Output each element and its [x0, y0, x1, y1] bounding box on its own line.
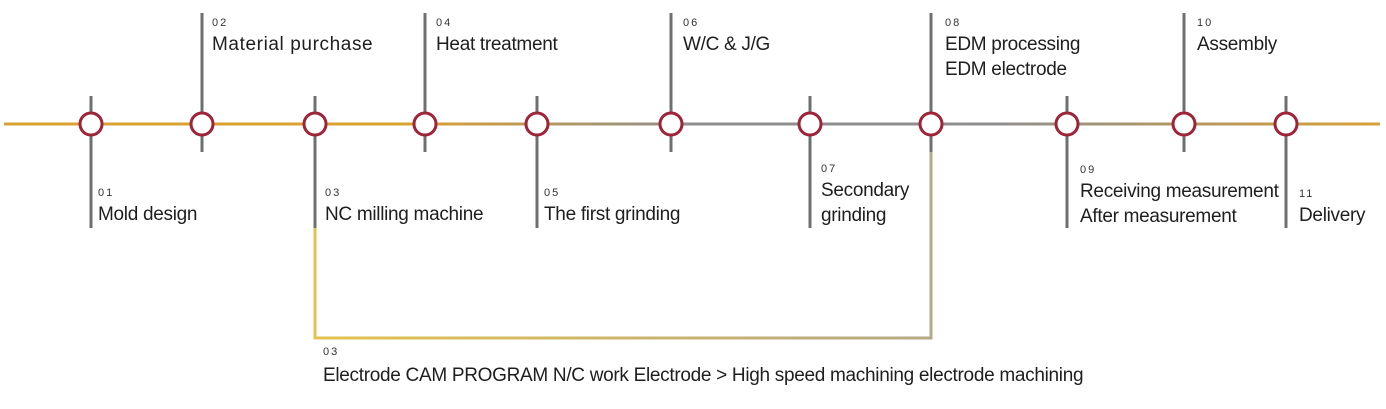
step-title: Heat treatment	[436, 32, 558, 57]
branch-number: 03	[323, 346, 340, 358]
step-title-line: The first grinding	[544, 204, 681, 225]
step-nodes	[78, 111, 1299, 137]
step-number: 04	[436, 17, 453, 29]
step-number: 09	[1080, 164, 1097, 176]
step-node-07	[797, 111, 823, 137]
step-node-11	[1273, 111, 1299, 137]
branch-label: 03 Electrode CAM PROGRAM N/C work Electr…	[323, 346, 1084, 388]
branch-text: Electrode CAM PROGRAM N/C work Electrode…	[323, 365, 1084, 386]
step-title: The first grinding	[544, 202, 680, 227]
step-number: 05	[544, 187, 561, 199]
step-title: Assembly	[1197, 32, 1277, 57]
step-title-line: EDM electrode	[945, 59, 1067, 80]
step-title-line: Delivery	[1299, 205, 1366, 226]
step-node-05	[524, 111, 550, 137]
step-title-line: NC milling machine	[325, 204, 484, 225]
step-title-line: grinding	[821, 205, 887, 226]
step-title-line: EDM processing	[945, 34, 1081, 55]
step-title-line: W/C & J/G	[683, 34, 771, 55]
step-number: 11	[1299, 188, 1315, 200]
step-title: Material purchase	[212, 32, 373, 57]
step-number: 01	[98, 187, 115, 199]
step-title-line: Secondary	[821, 180, 910, 201]
electrode-branch	[313, 124, 933, 340]
step-title-line: Heat treatment	[436, 34, 558, 55]
step-number: 08	[945, 17, 962, 29]
step-title-line: Receiving measurement	[1080, 181, 1279, 202]
step-number: 02	[212, 17, 229, 29]
step-title-line: Material purchase	[212, 34, 374, 55]
step-title: Mold design	[98, 202, 197, 227]
step-number: 03	[325, 187, 342, 199]
step-node-01	[78, 111, 104, 137]
step-title: Secondary grinding	[821, 178, 909, 228]
step-title-line: Mold design	[98, 204, 198, 225]
step-node-04	[412, 111, 438, 137]
step-title-line: After measurement	[1080, 206, 1237, 227]
step-title-line: Assembly	[1197, 34, 1277, 55]
step-label-03: 03 NC milling machine	[325, 187, 484, 227]
step-number: 06	[683, 17, 700, 29]
step-node-02	[189, 111, 215, 137]
step-node-09	[1054, 111, 1080, 137]
step-number: 07	[821, 163, 838, 175]
step-title: W/C & J/G	[683, 32, 770, 57]
step-title: Delivery	[1299, 203, 1366, 228]
branch-connector-line	[313, 124, 933, 340]
step-node-08	[918, 111, 944, 137]
step-title: NC milling machine	[325, 202, 484, 227]
step-number: 10	[1197, 17, 1214, 29]
step-node-06	[658, 111, 684, 137]
step-node-03	[302, 111, 328, 137]
step-node-10	[1171, 111, 1197, 137]
